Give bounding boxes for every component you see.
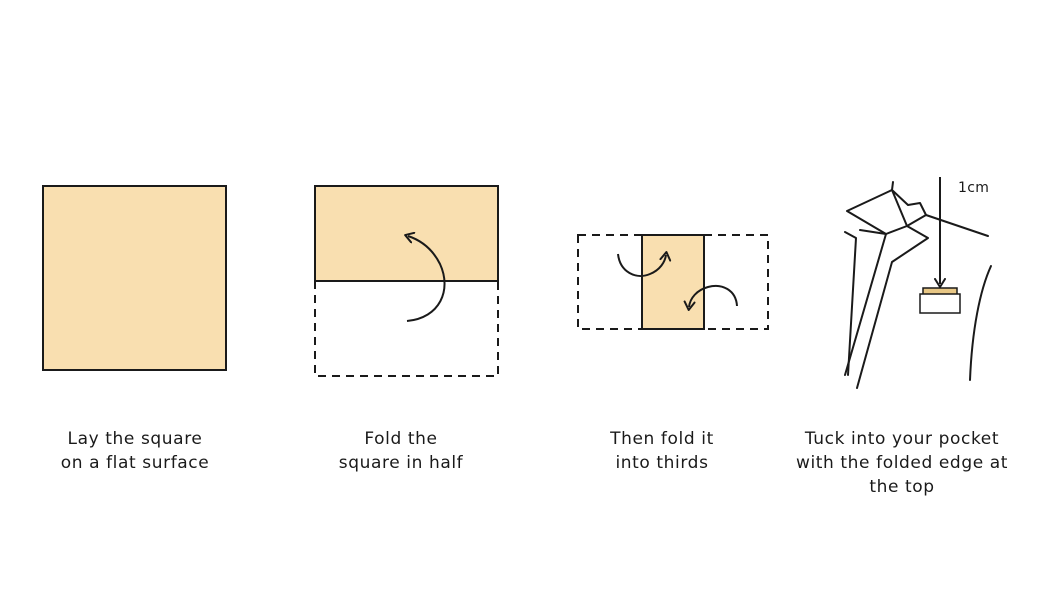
step-4-illustration [844,177,992,389]
step-2-illustration [314,185,499,377]
caption-line: on a flat surface [60,453,210,473]
unfolded-half-outline [314,281,499,377]
caption-line: Fold the [364,429,438,449]
caption-line: the top [869,477,935,497]
measurement-label: 1cm [958,180,990,196]
step-1-caption: Lay the square on a flat surface [15,427,255,475]
fold-left-arrow-icon [617,251,672,277]
fold-up-arrow-icon [404,231,446,322]
step-3-caption: Then fold it into thirds [542,427,782,475]
folded-thirds-center [641,234,705,330]
folded-half [314,185,499,282]
breast-pocket [919,293,961,314]
caption-line: into thirds [615,453,709,473]
caption-line: with the folded edge at [795,453,1009,473]
step-4-caption: Tuck into your pocket with the folded ed… [782,427,1022,499]
caption-line: Lay the square [67,429,203,449]
flat-square [42,185,227,371]
jacket-icon [844,181,992,389]
caption-line: square in half [338,453,464,473]
step-3-illustration [577,234,769,330]
caption-line: Then fold it [610,429,714,449]
step-2-caption: Fold the square in half [281,427,521,475]
step-1-illustration [42,185,227,371]
fold-right-arrow-icon [683,285,738,311]
caption-line: Tuck into your pocket [804,429,1000,449]
